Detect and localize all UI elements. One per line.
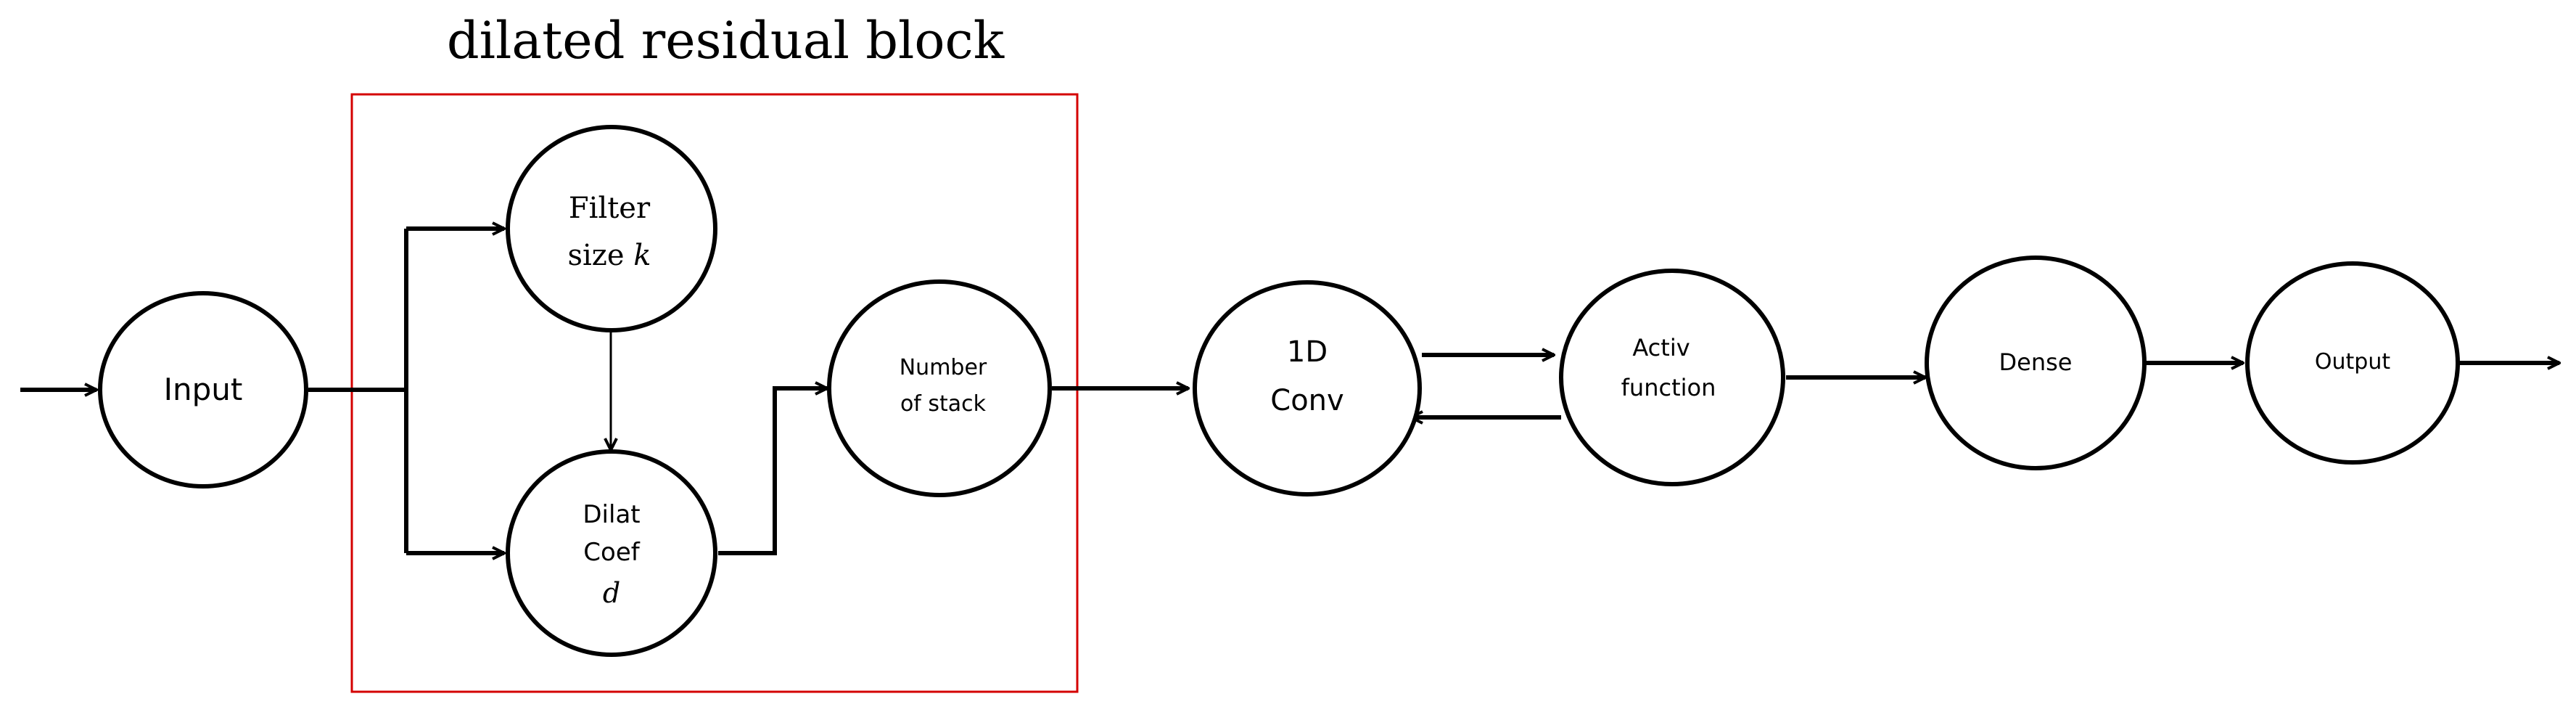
node-circle xyxy=(827,279,1052,497)
node-filter-size: Filter size k xyxy=(506,125,717,332)
node-circle xyxy=(1193,280,1422,496)
node-label: Output xyxy=(2315,349,2390,375)
node-label-line1: Number xyxy=(900,355,987,380)
dilated-residual-block-border xyxy=(350,93,1079,693)
node-circle xyxy=(506,125,717,332)
node-circle xyxy=(506,449,717,657)
node-label: Input xyxy=(164,372,243,407)
connectors xyxy=(20,229,2559,553)
node-dense: Dense xyxy=(1925,256,2147,470)
node-circle xyxy=(1925,256,2147,470)
node-1d-conv: 1D Conv xyxy=(1193,280,1422,496)
node-label: Dense xyxy=(1999,348,2073,376)
node-output: Output xyxy=(2245,261,2460,465)
node-label-line2: size k xyxy=(567,239,651,272)
node-label-line1: Activ xyxy=(1632,334,1690,361)
node-label-line2: Conv xyxy=(1270,384,1343,417)
node-label-line2: Coef xyxy=(583,538,640,567)
node-circle xyxy=(2245,261,2460,465)
node-label-line1: Filter xyxy=(569,192,651,225)
node-label-line3: d xyxy=(603,577,620,609)
node-number-of-stack: Number of stack xyxy=(827,279,1052,497)
node-label-line2: function xyxy=(1621,374,1716,401)
node-input: Input xyxy=(98,291,308,489)
node-circle xyxy=(98,291,308,489)
node-label-text: size xyxy=(567,239,633,272)
node-label-variable: k xyxy=(633,239,651,272)
node-activ-function: Activ function xyxy=(1559,269,1785,486)
dilat-to-stack-arrow xyxy=(718,388,827,555)
node-label-line1: Dilat xyxy=(583,500,640,529)
node-circle xyxy=(1559,269,1785,486)
node-dilat-coef: Dilat Coef d xyxy=(506,449,717,657)
node-label-line1: 1D xyxy=(1287,335,1328,369)
diagram-title: dilated residual block xyxy=(447,11,1005,70)
node-label-line2: of stack xyxy=(900,391,987,417)
